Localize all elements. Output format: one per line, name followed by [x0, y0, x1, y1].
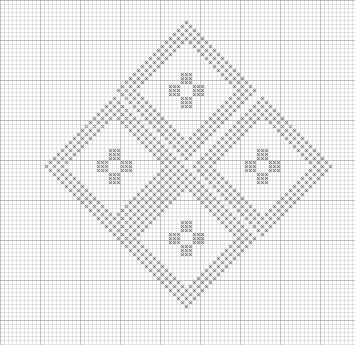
- grid-layer: [0, 0, 355, 345]
- stitch-pattern-chart: [0, 0, 355, 345]
- stitch-pattern-svg: [0, 0, 355, 345]
